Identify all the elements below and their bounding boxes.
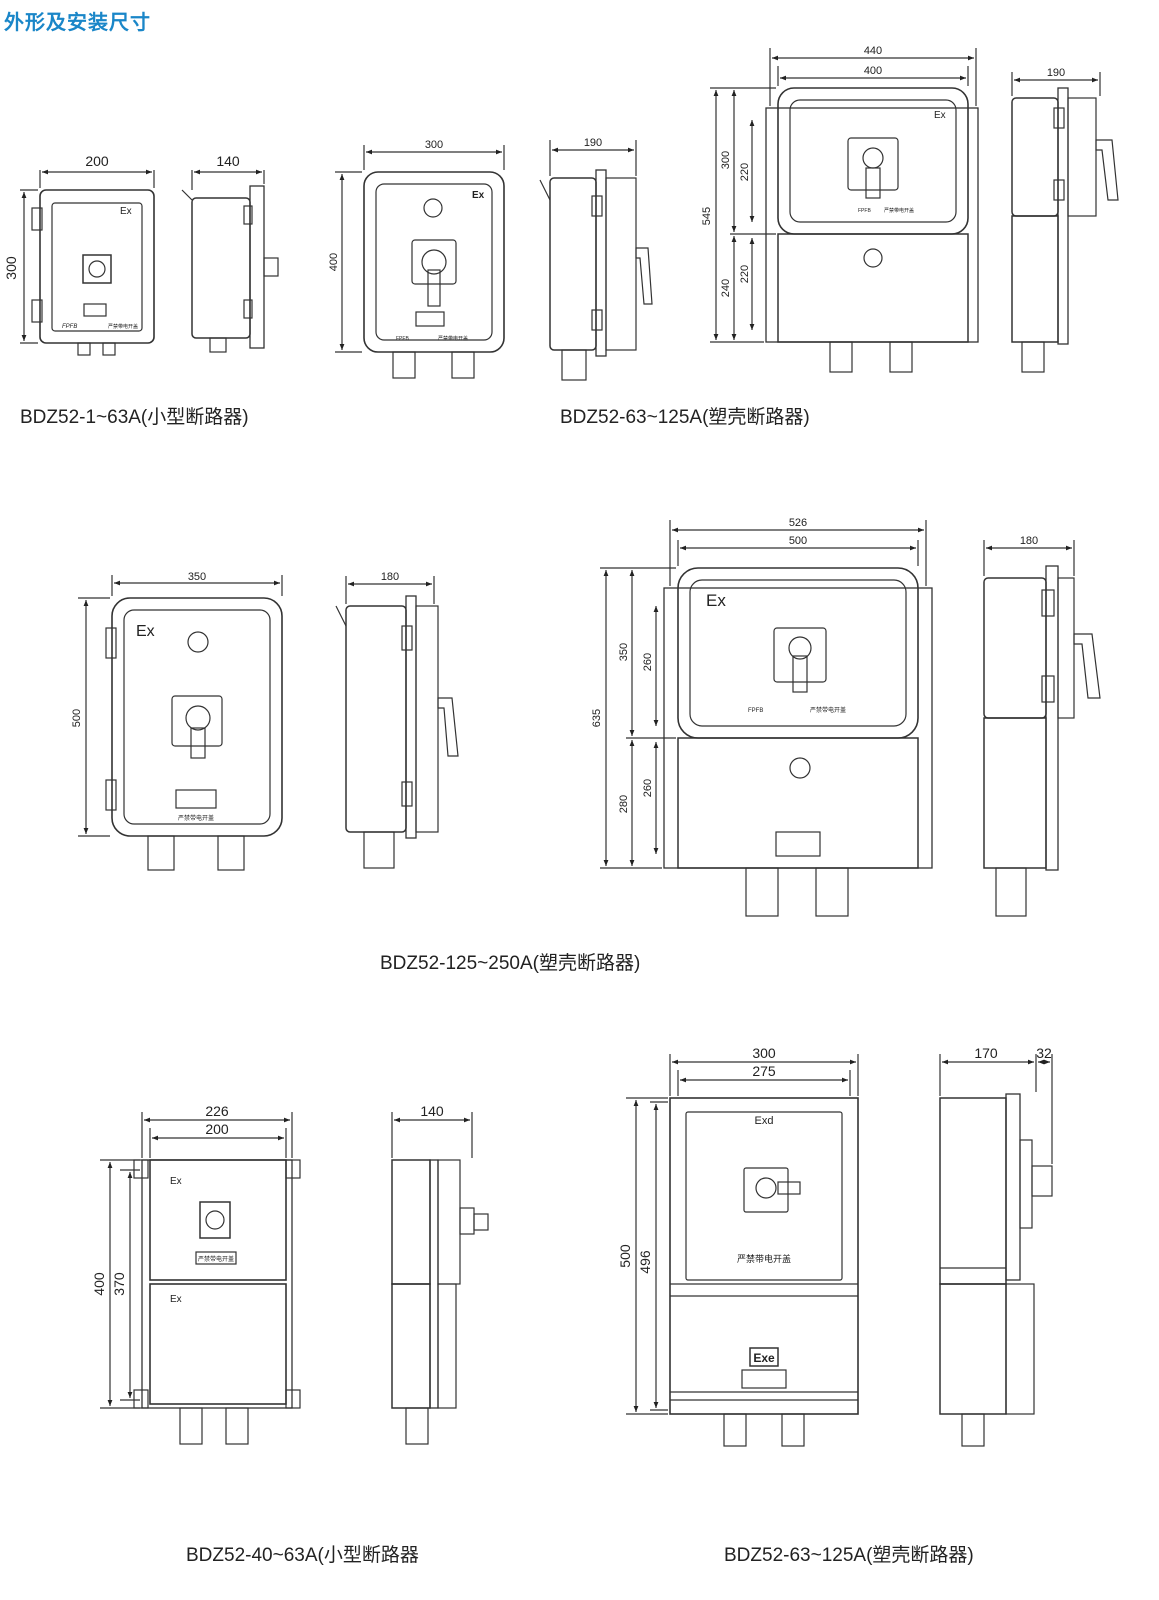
- d6-inner-width-label: 200: [205, 1121, 229, 1137]
- d6-inner-height-label: 370: [111, 1272, 127, 1296]
- d5-warning-label: 严禁带电开盖: [810, 706, 846, 714]
- d6-front-view: [133, 1159, 301, 1445]
- d3-ex-mark: Ex: [934, 110, 946, 121]
- d6-side-dims: [391, 1112, 473, 1158]
- d4-side-dims: [345, 576, 435, 604]
- d6-front-dims: [100, 1112, 293, 1409]
- d6-ex-upper-mark: Ex: [170, 1176, 182, 1187]
- d7-front-dims: [626, 1054, 859, 1415]
- d3-lower-height-label: 240: [720, 279, 732, 297]
- d4-warning-label: 严禁带电开盖: [178, 814, 214, 822]
- d4-height-label: 500: [71, 709, 83, 727]
- d5-side-view: [983, 565, 1101, 917]
- d7-side-view: [939, 1093, 1053, 1447]
- d4-depth-label: 180: [381, 571, 399, 583]
- d3-depth-label: 190: [1047, 67, 1065, 79]
- d7-height-label: 500: [617, 1244, 633, 1268]
- d6-caption: BDZ52-40~63A(小型断路器: [186, 1545, 419, 1566]
- d5-height-label: 635: [591, 709, 603, 727]
- d2-side-view: [539, 169, 653, 381]
- d3-upper-inner-label: 220: [739, 163, 751, 181]
- d5-front-view: [663, 567, 933, 917]
- d3-front-dims: [710, 48, 977, 343]
- d3-side-view: [1011, 87, 1119, 373]
- d7-depth-label: 170: [974, 1045, 998, 1061]
- d5-side-dims: [983, 540, 1075, 576]
- d1-front-dims: [20, 169, 155, 344]
- d4-ex-mark: Ex: [136, 623, 155, 640]
- d7-handle-depth-label: 32: [1036, 1045, 1052, 1061]
- d3-side-dims: [1011, 72, 1101, 96]
- d1-side-view: [181, 185, 279, 353]
- d3-front-view: [765, 87, 979, 373]
- d5-lower-inner-label: 260: [642, 779, 654, 797]
- d1-ex-mark: Ex: [120, 206, 132, 217]
- d2-height-label: 400: [328, 253, 340, 271]
- d1-front-view: [31, 189, 155, 356]
- d1-warning-label: 严禁带电开盖: [108, 323, 138, 330]
- d5-brand-mark: FPFB: [748, 708, 763, 714]
- d3-brand-mark: FPFB: [858, 208, 871, 214]
- d7-exe-mark: Exe: [753, 1351, 775, 1365]
- d1-caption: BDZ52-1~63A(小型断路器): [20, 407, 249, 428]
- d1-width-label: 200: [85, 153, 109, 169]
- d3-upper-height-label: 300: [720, 151, 732, 169]
- page-title: 外形及安装尺寸: [4, 12, 151, 34]
- d3-caption: BDZ52-63~125A(塑壳断路器): [560, 407, 810, 428]
- d3-warning-label: 严禁带电开盖: [884, 207, 914, 214]
- d5-front-dims: [600, 520, 927, 869]
- d7-side-dims: [939, 1054, 1053, 1164]
- d2-ex-mark: Ex: [472, 190, 485, 201]
- d7-caption: BDZ52-63~125A(塑壳断路器): [724, 1545, 974, 1566]
- d6-overall-width-label: 226: [205, 1103, 229, 1119]
- d1-side-dims: [191, 169, 265, 190]
- d2-front-dims: [335, 145, 505, 353]
- d4-width-label: 350: [188, 571, 206, 583]
- d7-exd-mark: Exd: [755, 1115, 774, 1127]
- d1-depth-label: 140: [216, 153, 240, 169]
- d1-brand-mark: FPFB: [62, 324, 77, 330]
- d5-ex-mark: Ex: [706, 591, 726, 610]
- d2-warning-label: 严禁带电开盖: [438, 335, 468, 342]
- d6-ex-lower-mark: Ex: [170, 1294, 182, 1305]
- d4-front-dims: [78, 575, 283, 837]
- d4-front-view: [105, 597, 283, 871]
- d6-side-view: [391, 1159, 489, 1445]
- d2-front-view: [363, 171, 505, 379]
- d6-height-label: 400: [91, 1272, 107, 1296]
- d5-inner-width-label: 500: [789, 535, 807, 547]
- d7-inner-width-label: 275: [752, 1063, 776, 1079]
- d5-caption: BDZ52-125~250A(塑壳断路器): [380, 953, 641, 974]
- d7-overall-width-label: 300: [752, 1045, 776, 1061]
- d4-side-view: [335, 595, 459, 869]
- d2-width-label: 300: [425, 139, 443, 151]
- d2-depth-label: 190: [584, 137, 602, 149]
- d7-warning-label: 严禁带电开盖: [737, 1253, 791, 1264]
- d3-lower-inner-label: 220: [739, 265, 751, 283]
- d3-height-label: 545: [701, 207, 713, 225]
- d3-inner-width-label: 400: [864, 65, 882, 77]
- d5-overall-width-label: 526: [789, 517, 807, 529]
- d3-overall-width-label: 440: [864, 45, 882, 57]
- d5-upper-height-label: 350: [618, 643, 630, 661]
- d1-height-label: 300: [3, 256, 19, 280]
- d6-warning-label: 严禁带电开盖: [198, 1255, 234, 1263]
- d2-brand-mark: FPFB: [396, 336, 409, 342]
- d5-depth-label: 180: [1020, 535, 1038, 547]
- d5-upper-inner-label: 260: [642, 653, 654, 671]
- d2-side-dims: [549, 140, 637, 176]
- d7-front-view: [669, 1097, 859, 1447]
- d7-inner-height-label: 496: [637, 1250, 653, 1274]
- d5-lower-height-label: 280: [618, 795, 630, 813]
- d6-depth-label: 140: [420, 1103, 444, 1119]
